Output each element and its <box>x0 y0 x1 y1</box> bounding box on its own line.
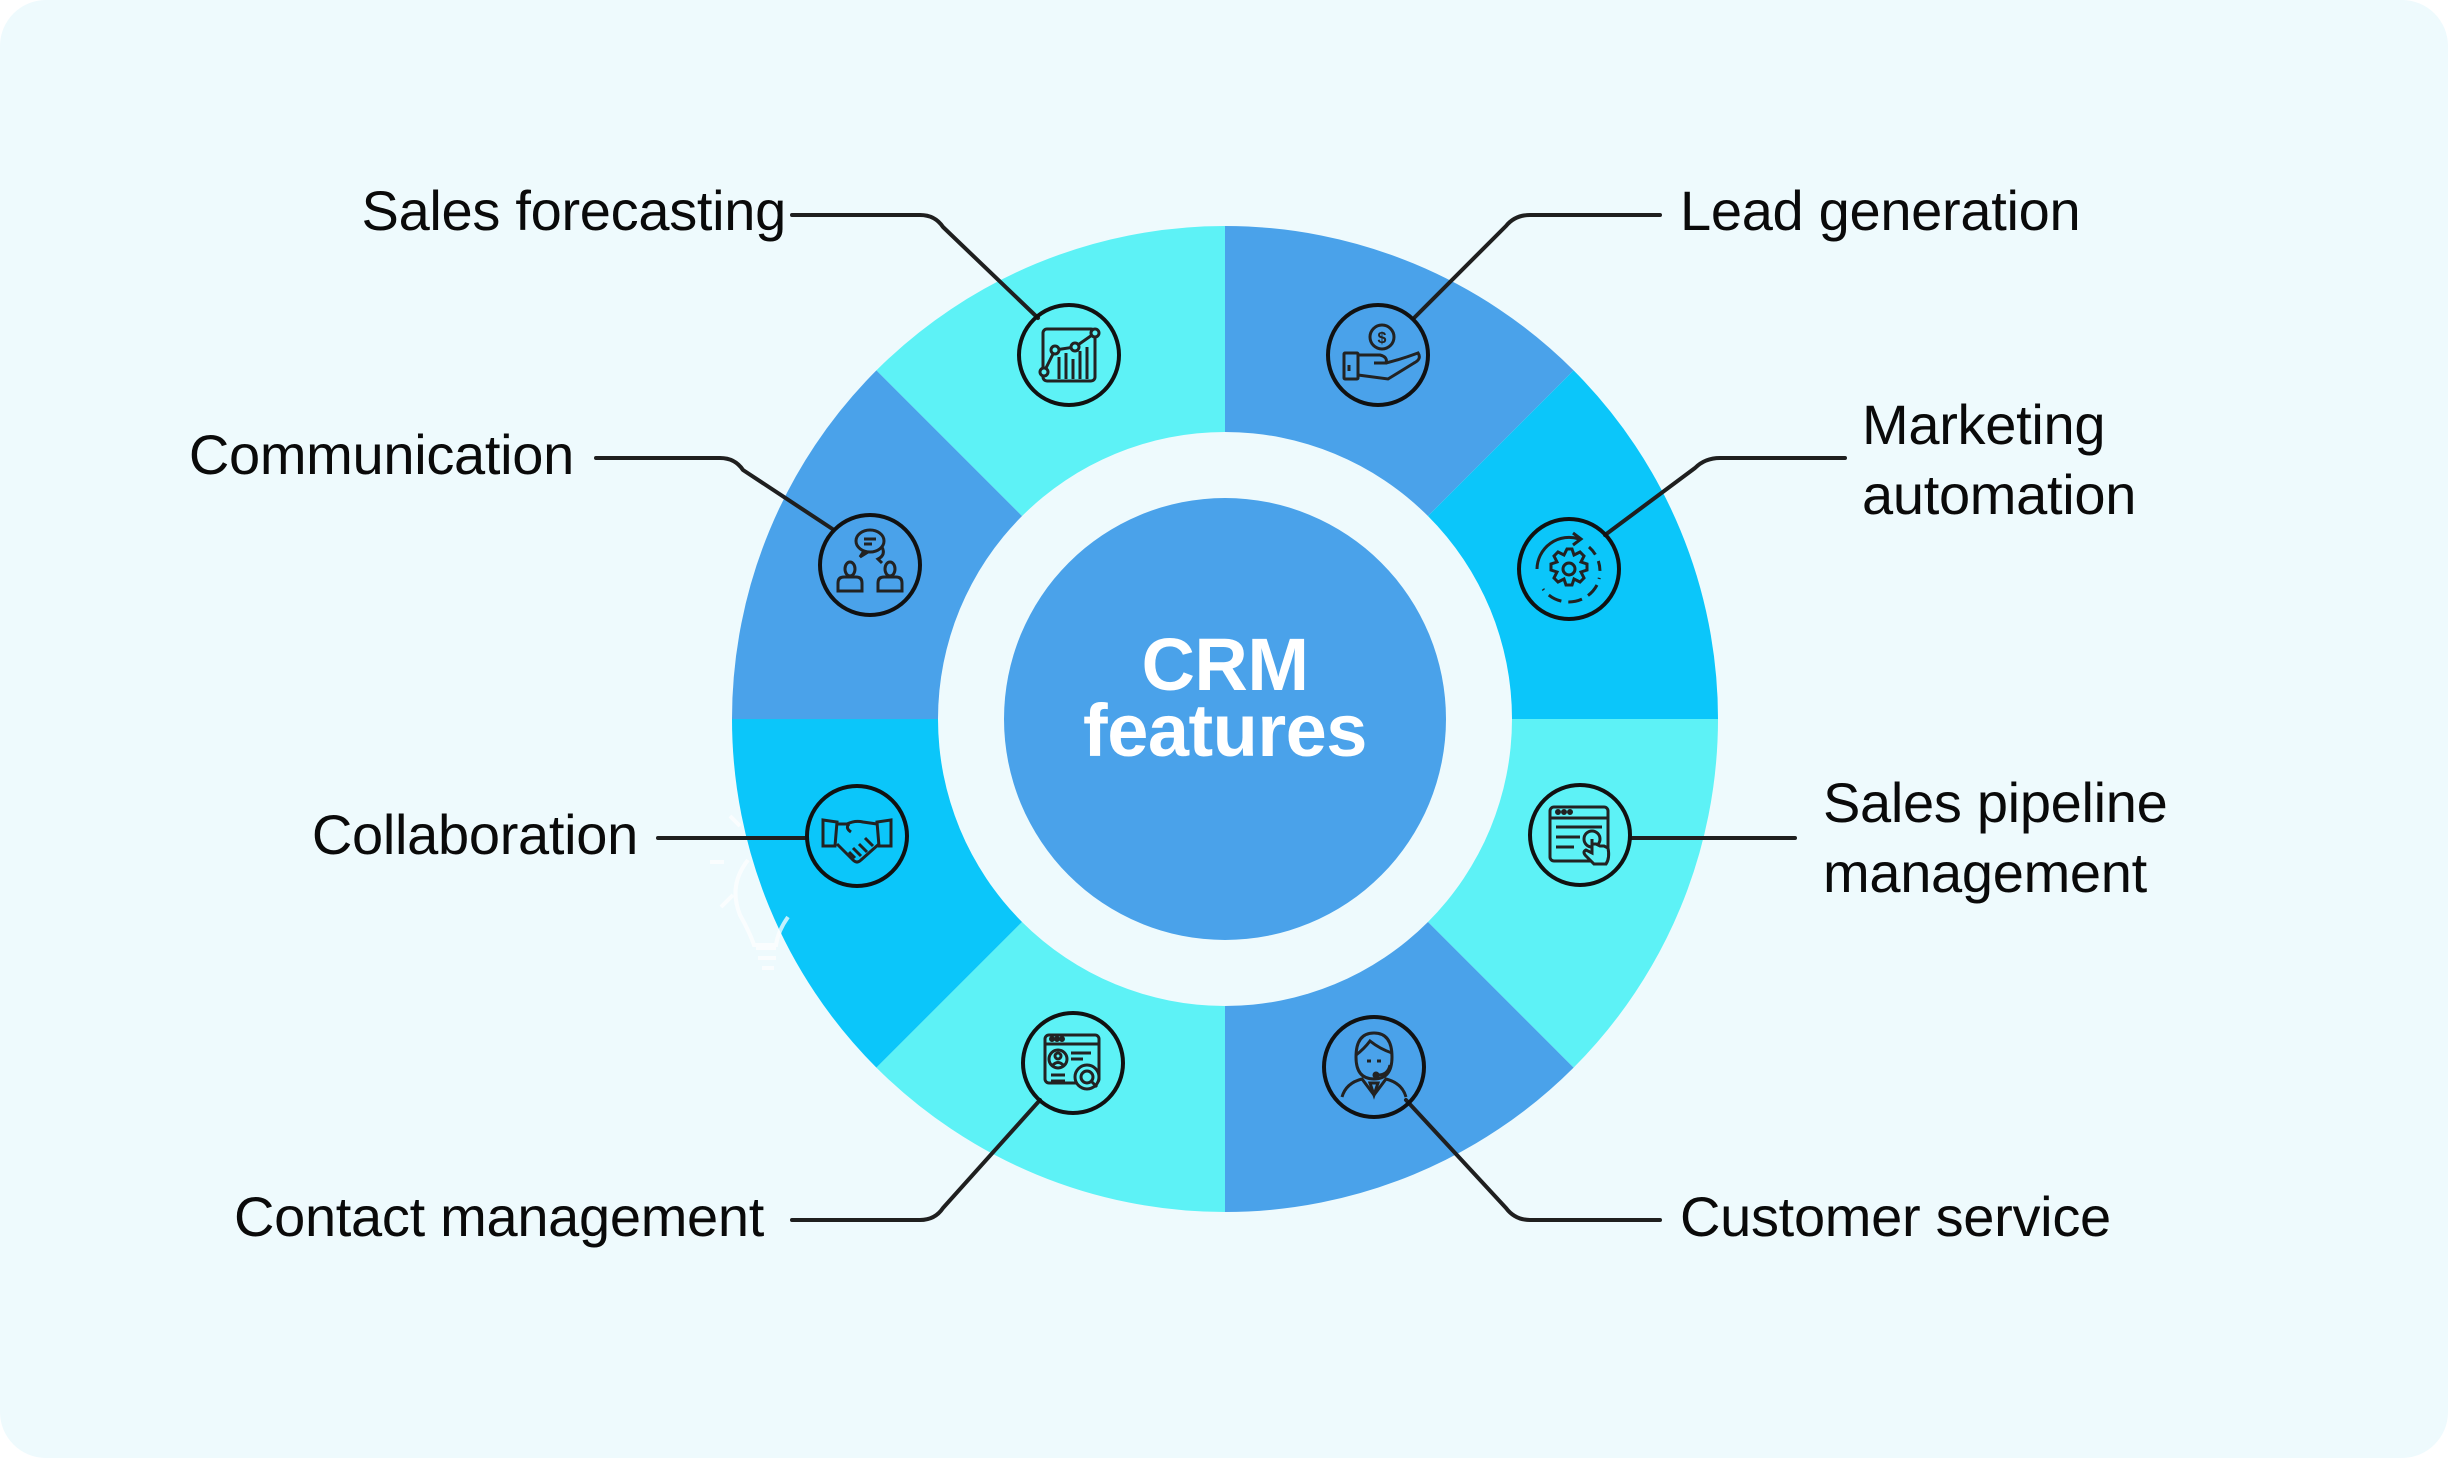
leader-line-lead-generation <box>1412 213 1662 320</box>
leader-line-communication <box>594 456 836 532</box>
contact-search-icon <box>1021 1011 1125 1115</box>
label-sales-forecasting: Sales forecasting <box>361 179 787 242</box>
label-marketing-automation: Marketing automation <box>1862 393 2137 526</box>
hand-coin-icon: $ <box>1326 303 1430 407</box>
leader-line-sales-forecasting <box>790 213 1040 320</box>
browser-click-icon <box>1528 783 1632 887</box>
leader-line-customer-service <box>1404 1098 1662 1222</box>
label-communication: Communication <box>188 423 574 486</box>
label-customer-service: Customer service <box>1680 1185 2111 1248</box>
label-contact-management: Contact management <box>233 1185 764 1248</box>
label-collaboration: Collaboration <box>311 803 638 866</box>
leader-line-marketing-automation <box>1603 456 1847 537</box>
label-lead-generation: Lead generation <box>1680 179 2081 242</box>
chart-growth-icon <box>1017 303 1121 407</box>
label-sales-pipeline-management: Sales pipeline management <box>1823 771 2168 904</box>
people-chat-icon <box>818 513 922 617</box>
lightbulb-watermark-icon <box>710 814 790 970</box>
gear-cycle-icon <box>1517 517 1621 621</box>
center-title-line2: features <box>1083 689 1367 772</box>
center-title-line1: CRM <box>1141 623 1309 706</box>
handshake-icon <box>805 784 909 888</box>
svg-text:$: $ <box>1378 330 1387 347</box>
leader-line-contact-management <box>790 1098 1042 1222</box>
center-title: CRM features <box>1004 623 1446 772</box>
center-circle <box>1004 498 1446 940</box>
headset-agent-icon <box>1322 1015 1426 1119</box>
